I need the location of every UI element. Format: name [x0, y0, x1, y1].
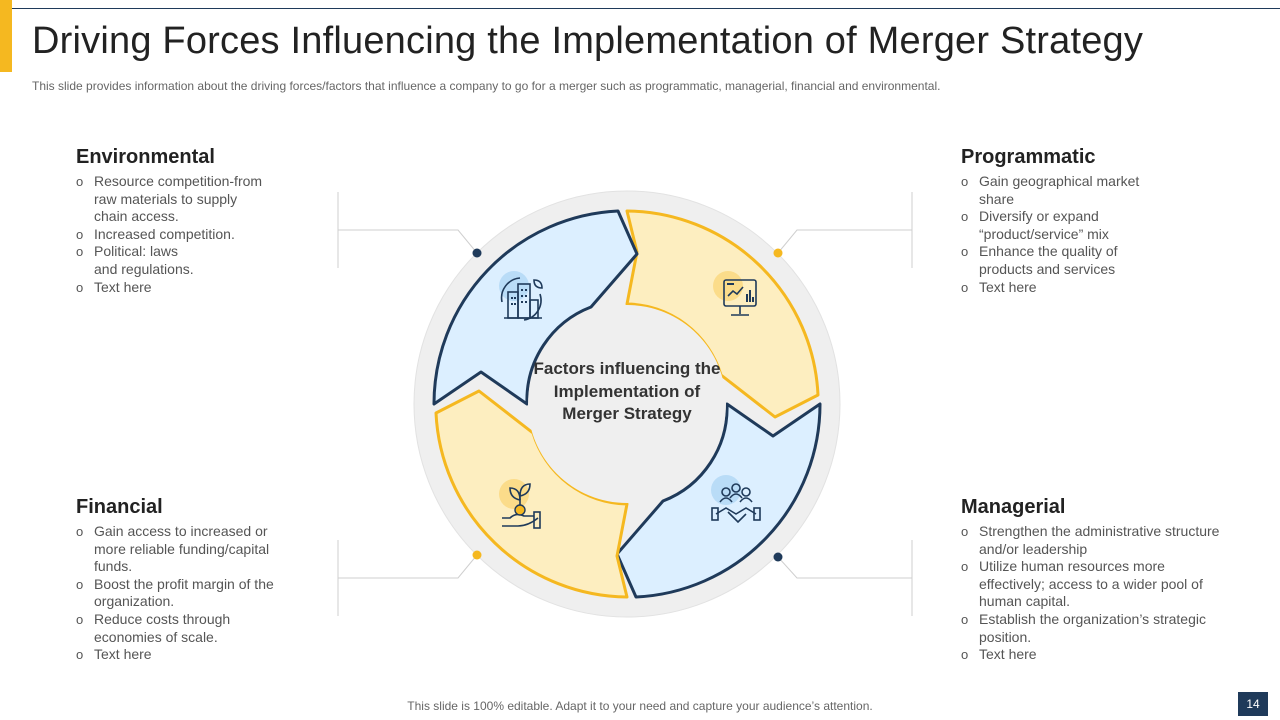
list-item: Text here [76, 646, 316, 664]
list-item: Political: laws and regulations. [76, 243, 204, 278]
list-item: Boost the profit margin of the organizat… [76, 576, 294, 611]
environmental-heading: Environmental [76, 146, 215, 168]
slide-subtitle: This slide provides information about th… [32, 79, 941, 93]
money-plant-hand-icon [499, 479, 541, 529]
managerial-list: Strengthen the administrative structure … [961, 523, 1241, 664]
slide-footer: This slide is 100% editable. Adapt it to… [407, 699, 873, 713]
title-accent-bar [0, 0, 12, 72]
list-item: Diversify or expand “product/service” mi… [961, 208, 1129, 243]
page-number: 14 [1238, 692, 1268, 716]
environmental-section: Environmental Resource competition-from … [76, 146, 316, 296]
financial-list: Gain access to increased or more reliabl… [76, 523, 316, 664]
list-item: Utilize human resources more effectively… [961, 558, 1229, 611]
handshake-team-icon [711, 475, 761, 524]
programmatic-heading: Programmatic [961, 146, 1096, 168]
financial-heading: Financial [76, 496, 163, 518]
managerial-heading: Managerial [961, 496, 1066, 518]
center-label: Factors influencing the Implementation o… [533, 359, 721, 423]
arrow-segment-managerial [615, 402, 822, 599]
computer-analytics-icon [713, 271, 757, 316]
green-building-icon [499, 271, 543, 321]
list-item: Text here [76, 279, 316, 297]
connector-dot-managerial [773, 552, 783, 562]
list-item: Gain access to increased or more reliabl… [76, 523, 294, 576]
managerial-section: Managerial Strengthen the administrative… [961, 496, 1241, 664]
financial-section: Financial Gain access to increased or mo… [76, 496, 316, 664]
environmental-list: Resource competition-from raw materials … [76, 173, 316, 296]
list-item: Resource competition-from raw materials … [76, 173, 272, 226]
list-item: Text here [961, 646, 1241, 664]
programmatic-list: Gain geographical market share Diversify… [961, 173, 1201, 296]
slide-title: Driving Forces Influencing the Implement… [32, 20, 1144, 62]
top-rule [12, 8, 1280, 9]
list-item: Gain geographical market share [961, 173, 1159, 208]
connector-dot-programmatic [773, 248, 783, 258]
list-item: Enhance the quality of products and serv… [961, 243, 1149, 278]
list-item: Increased competition. [76, 226, 316, 244]
list-item: Strengthen the administrative structure … [961, 523, 1247, 558]
programmatic-section: Programmatic Gain geographical market sh… [961, 146, 1201, 296]
connector-dot-financial [472, 550, 482, 560]
list-item: Reduce costs through economies of scale. [76, 611, 254, 646]
connector-dot-environmental [472, 248, 482, 258]
list-item: Establish the organization’s strategic p… [961, 611, 1239, 646]
list-item: Text here [961, 279, 1201, 297]
